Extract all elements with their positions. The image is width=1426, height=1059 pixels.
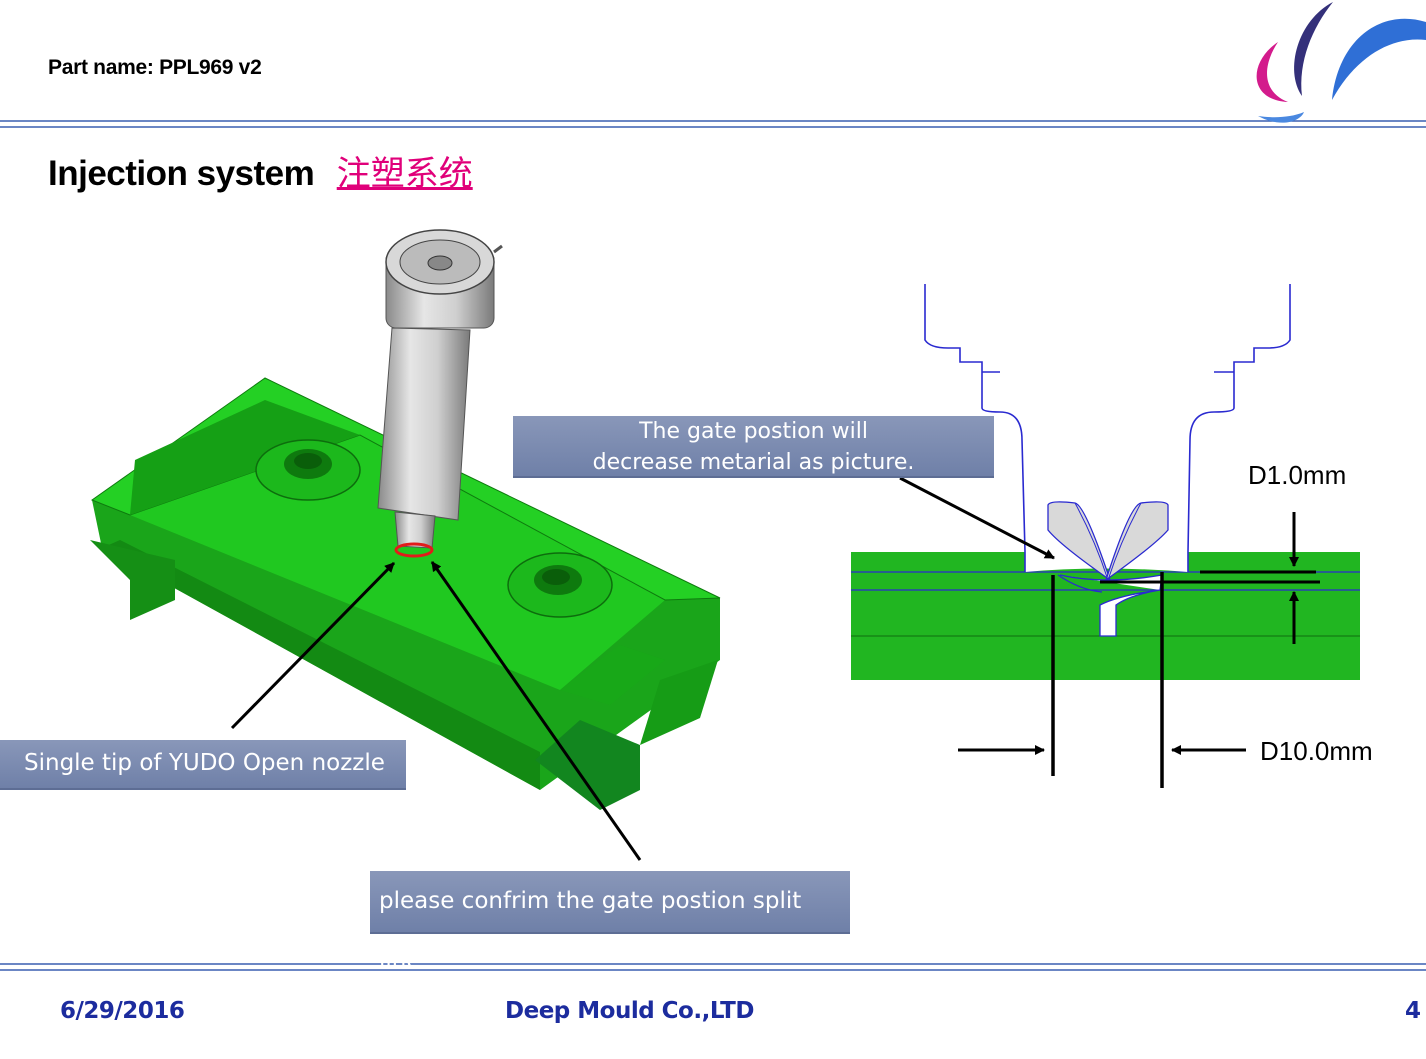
dimension-d10-label: D10.0mm — [1260, 736, 1373, 766]
part-name: Part name: PPL969 v2 — [48, 56, 262, 79]
nozzle-callout: Single tip of YUDO Open nozzle — [0, 740, 406, 790]
gate-cross-section — [851, 284, 1360, 680]
header-rule — [0, 120, 1426, 128]
footer-rule — [0, 963, 1426, 971]
gate-callout-line-1: The gate postion will — [639, 419, 868, 444]
pointer-arrows — [230, 476, 1055, 861]
title-english: Injection system — [48, 154, 315, 193]
dimension-d1-label: D1.0mm — [1248, 460, 1347, 490]
footer-company: Deep Mould Co.,LTD — [505, 998, 754, 1024]
footer-date: 6/29/2016 — [60, 998, 185, 1024]
dimension-lines — [958, 512, 1320, 788]
part-3d-model — [90, 377, 721, 810]
nozzle-model — [377, 229, 503, 558]
swoosh-logo-icon — [1256, 2, 1426, 123]
page-number: 4 — [1405, 998, 1421, 1024]
gate-callout-line-2: decrease metarial as picture. — [592, 450, 915, 475]
split-line-callout: please confrim the gate postion split li… — [370, 871, 850, 974]
title-chinese: 注塑系统 — [336, 154, 473, 194]
gate-position-callout: The gate postion will decrease metarial … — [513, 416, 994, 478]
slide-title: Injection system 注塑系统 — [48, 146, 473, 195]
